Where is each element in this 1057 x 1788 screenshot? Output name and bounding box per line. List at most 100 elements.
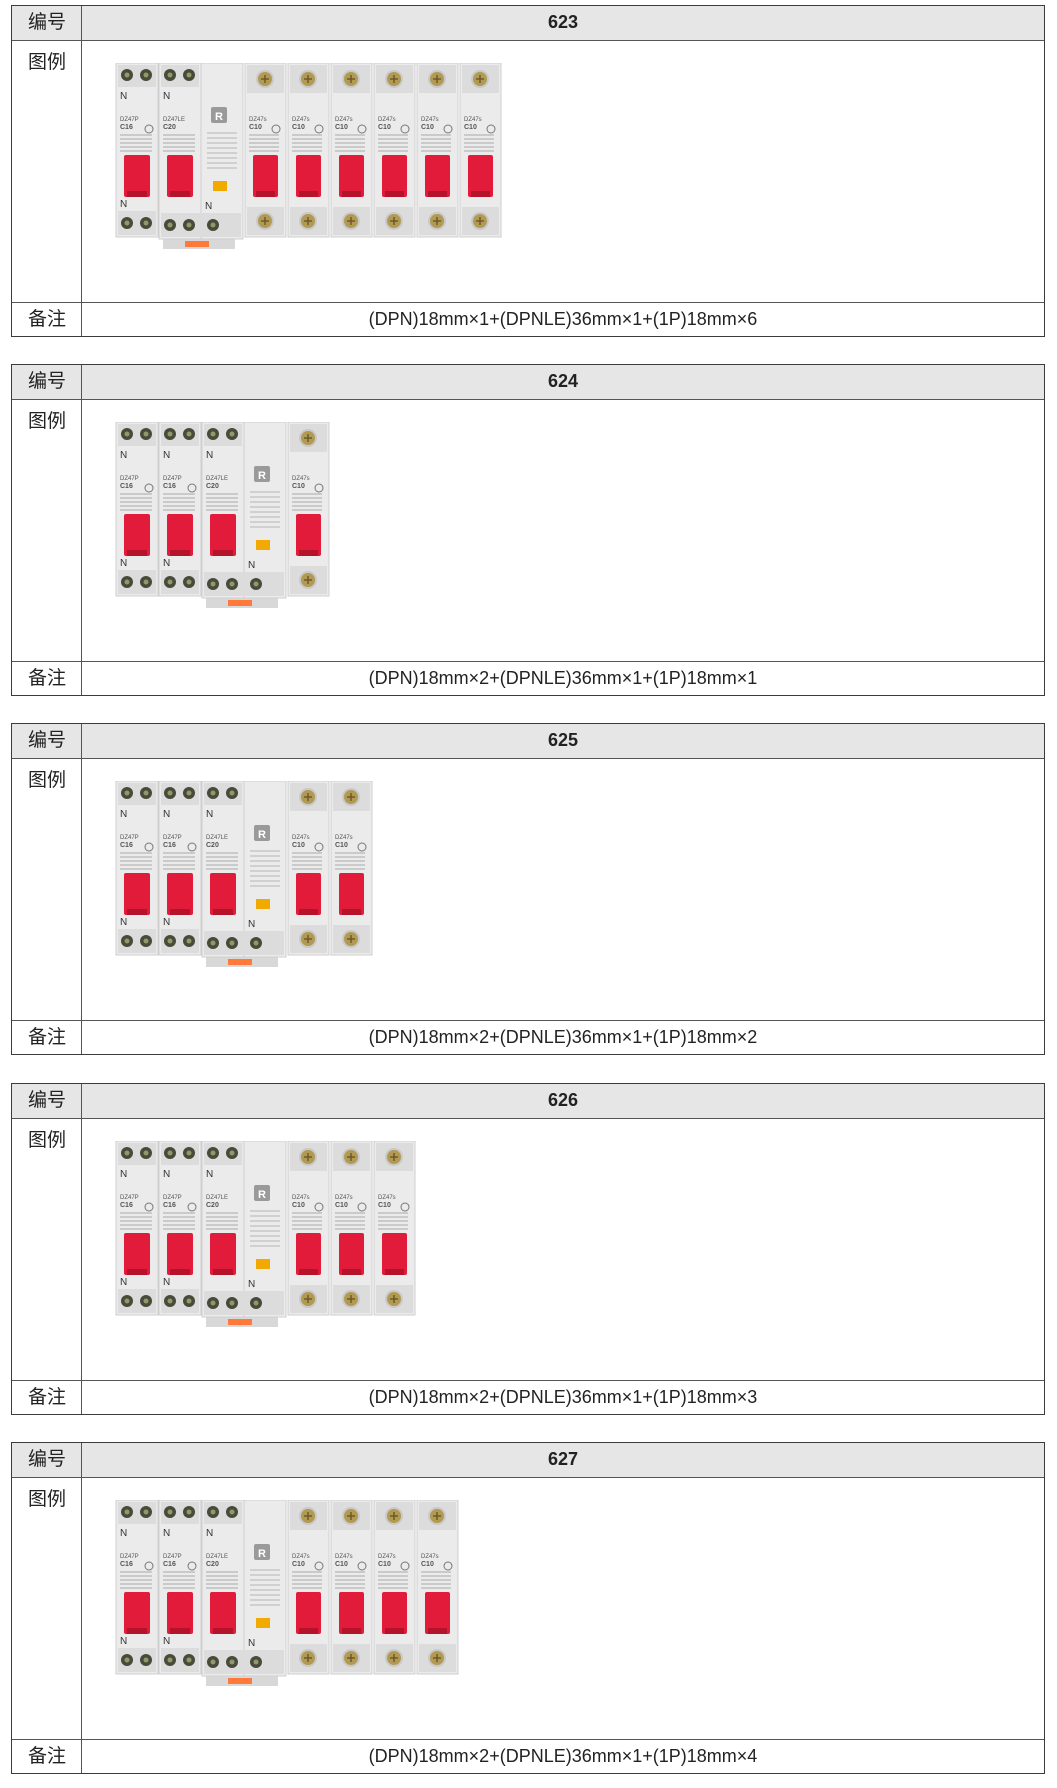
svg-text:N: N: [248, 1279, 255, 1290]
svg-text:N: N: [163, 917, 170, 928]
breaker-handle[interactable]: [167, 1233, 193, 1275]
breaker-handle[interactable]: [124, 1592, 150, 1634]
number-label: 编号: [12, 1084, 82, 1118]
svg-text:DZ47P: DZ47P: [120, 1554, 139, 1560]
remark-row: 备注(DPN)18mm×2+(DPNLE)36mm×1+(1P)18mm×1: [12, 661, 1044, 695]
svg-text:C10: C10: [378, 1561, 391, 1568]
breaker-handle[interactable]: [124, 1233, 150, 1275]
svg-text:N: N: [205, 201, 212, 212]
breaker-handle[interactable]: [382, 1592, 407, 1634]
breaker-handle[interactable]: [382, 155, 407, 197]
svg-text:DZ47P: DZ47P: [120, 1195, 139, 1201]
breaker-handle[interactable]: [210, 873, 236, 915]
breaker-handle[interactable]: [339, 873, 364, 915]
figure-label: 图例: [12, 400, 82, 661]
svg-text:C16: C16: [163, 1202, 176, 1209]
breaker-handle[interactable]: [124, 873, 150, 915]
svg-text:N: N: [206, 809, 213, 820]
svg-text:DZ47s: DZ47s: [464, 117, 482, 123]
svg-text:DZ47P: DZ47P: [163, 1554, 182, 1560]
breaker-handle[interactable]: [167, 1592, 193, 1634]
svg-text:R: R: [215, 111, 223, 123]
breaker-handle[interactable]: [468, 155, 493, 197]
breaker-handle[interactable]: [253, 155, 278, 197]
breaker-handle[interactable]: [210, 1592, 236, 1634]
breaker-handle[interactable]: [124, 514, 150, 556]
svg-text:N: N: [163, 809, 170, 820]
svg-text:DZ47P: DZ47P: [163, 1195, 182, 1201]
breaker-handle[interactable]: [296, 514, 321, 556]
svg-text:C10: C10: [292, 483, 305, 490]
svg-text:C10: C10: [464, 124, 477, 131]
breaker-handle[interactable]: [296, 1592, 321, 1634]
breaker-handle[interactable]: [339, 1233, 364, 1275]
figure-label: 图例: [12, 1119, 82, 1380]
remark-text: (DPN)18mm×2+(DPNLE)36mm×1+(1P)18mm×2: [368, 1027, 758, 1047]
svg-text:C10: C10: [378, 1202, 391, 1209]
test-button[interactable]: [256, 1259, 270, 1269]
test-button[interactable]: [256, 899, 270, 909]
breaker-handle[interactable]: [425, 1592, 450, 1634]
test-button[interactable]: [256, 1618, 270, 1628]
svg-text:C10: C10: [292, 1202, 305, 1209]
svg-text:N: N: [120, 1636, 127, 1647]
svg-text:N: N: [163, 558, 170, 569]
number-label: 编号: [12, 365, 82, 399]
breaker-handle[interactable]: [425, 155, 450, 197]
breaker-handle[interactable]: [210, 1233, 236, 1275]
breaker-handle[interactable]: [210, 514, 236, 556]
svg-text:N: N: [120, 1169, 127, 1180]
svg-text:N: N: [206, 450, 213, 461]
svg-text:N: N: [120, 91, 127, 102]
breaker-handle[interactable]: [167, 155, 193, 197]
svg-text:C16: C16: [163, 842, 176, 849]
number-label: 编号: [12, 1443, 82, 1477]
svg-text:DZ47P: DZ47P: [120, 476, 139, 482]
svg-text:DZ47s: DZ47s: [378, 1195, 396, 1201]
breaker-handle[interactable]: [382, 1233, 407, 1275]
item-number: 623: [547, 12, 579, 32]
svg-text:N: N: [120, 1528, 127, 1539]
breaker-handle[interactable]: [339, 1592, 364, 1634]
breaker-handle[interactable]: [167, 514, 193, 556]
breaker-handle[interactable]: [296, 873, 321, 915]
svg-text:C10: C10: [421, 1561, 434, 1568]
svg-text:N: N: [248, 1638, 255, 1649]
remark-label: 备注: [12, 1021, 82, 1054]
test-button[interactable]: [256, 540, 270, 550]
test-button[interactable]: [213, 181, 227, 191]
svg-text:C10: C10: [292, 842, 305, 849]
breaker-handle[interactable]: [124, 155, 150, 197]
figure-label: 图例: [12, 1478, 82, 1739]
remark-text: (DPN)18mm×2+(DPNLE)36mm×1+(1P)18mm×1: [368, 668, 758, 688]
svg-text:C16: C16: [163, 1561, 176, 1568]
breaker-handle[interactable]: [167, 873, 193, 915]
breaker-handle[interactable]: [296, 1233, 321, 1275]
item-number: 625: [547, 730, 579, 750]
breaker-handle[interactable]: [296, 155, 321, 197]
figure-label: 图例: [12, 41, 82, 302]
svg-text:N: N: [120, 199, 127, 210]
breaker-handle[interactable]: [339, 155, 364, 197]
